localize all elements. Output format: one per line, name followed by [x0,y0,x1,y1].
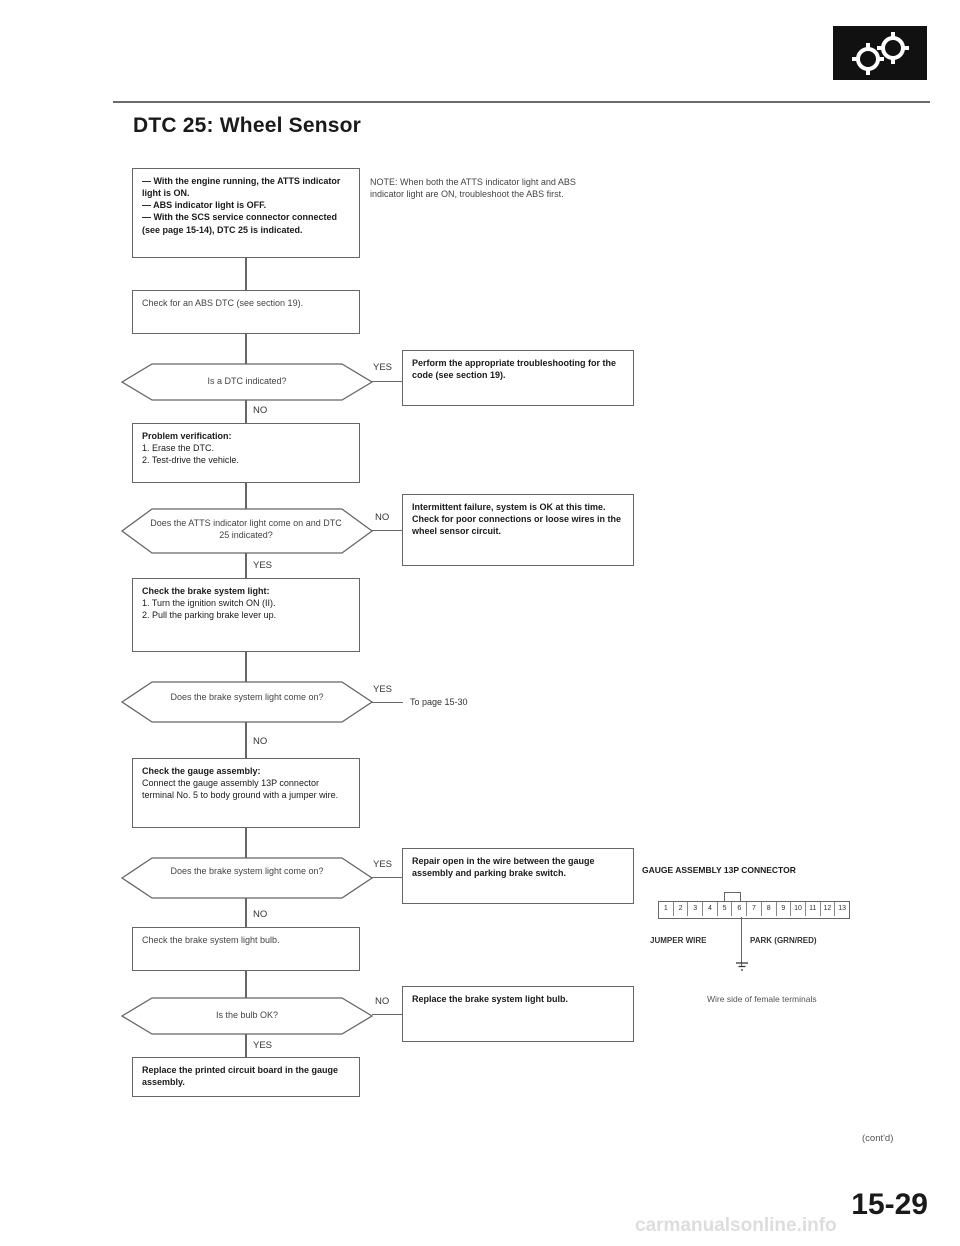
connector-pin: 7 [747,902,762,916]
check-gauge-text: Connect the gauge assembly 13P connector… [142,778,339,801]
check-bulb-box: Check the brake system light bulb. [132,927,360,971]
q1-yes-connector [372,381,403,383]
q5-no-label: NO [375,996,390,1007]
connector-pin: 13 [838,905,846,912]
check-brake-step-2: 2. Pull the parking brake lever up. [142,610,277,621]
jumper-wire-line [741,917,743,967]
q3-yes-action: To page 15-30 [410,697,468,707]
connector-pin: 1 [659,902,674,916]
connector-pin: 9 [777,902,792,916]
page-number: 15-29 [851,1188,928,1221]
connector-key-tab [724,892,740,893]
check-abs-box: Check for an ABS DTC (see section 19). [132,290,360,334]
check-gauge-box: Check the gauge assembly: Connect the ga… [132,758,360,828]
decision-4-text: Does the brake system light come on? [170,866,324,876]
park-wire-label: PARK (GRN/RED) [750,936,817,945]
q2-no-label: NO [375,512,390,523]
decision-5-diamond [120,997,374,1035]
q1-no-label: NO [253,405,268,416]
flow-spine [245,258,247,1093]
start-condition-box: — With the engine running, the ATTS indi… [132,168,360,258]
connector-key-right [740,892,741,901]
q5-no-connector [372,1014,403,1016]
q3-yes-connector [372,702,403,704]
final-action-box: Replace the printed circuit board in the… [132,1057,360,1097]
q5-no-action-box: Replace the brake system light bulb. [402,986,634,1042]
note-text: NOTE: When both the ATTS indicator light… [370,177,576,200]
q1-yes-action-box: Perform the appropriate troubleshooting … [402,350,634,406]
q1-yes-label: YES [373,362,393,373]
q2-no-connector [372,530,403,532]
decision-1-text: Is a DTC indicated? [207,376,287,386]
decision-4-diamond [120,857,374,899]
start-line-2: — ABS indicator light is OFF. [142,200,267,211]
connector-pin-row: 1 2 3 4 5 6 7 8 9 10 11 12 13 [658,901,850,919]
q4-yes-connector [372,877,403,879]
check-brake-step-1: 1. Turn the ignition switch ON (II). [142,598,276,609]
problem-verification-step-2: 2. Test-drive the vehicle. [142,455,239,466]
q2-no-action-box: Intermittent failure, system is OK at th… [402,494,634,566]
q2-yes-label: YES [253,560,273,571]
connector-pin: 8 [762,902,777,916]
check-brake-light-box: Check the brake system light: 1. Turn th… [132,578,360,652]
connector-pin: 6 [732,902,748,916]
connector-pin: 12 [821,902,836,916]
decision-5-text: Is the bulb OK? [215,1010,279,1020]
problem-verification-step-1: 1. Erase the DTC. [142,443,215,454]
connector-title: GAUGE ASSEMBLY 13P CONNECTOR [642,865,796,875]
connector-caption: Wire side of female terminals [707,994,817,1004]
decision-2-text: Does the ATTS indicator light come on an… [150,518,342,540]
check-brake-title: Check the brake system light: [142,586,270,596]
connector-pin: 10 [791,902,806,916]
page-title: DTC 25: Wheel Sensor [133,114,362,137]
decision-3-text: Does the brake system light come on? [170,692,324,702]
q5-yes-label: YES [253,1040,273,1051]
problem-verification-title: Problem verification: [142,431,232,441]
check-gauge-title: Check the gauge assembly: [142,766,261,776]
q4-no-label: NO [253,909,268,920]
connector-pin: 2 [674,902,689,916]
jumper-wire-label: JUMPER WIRE [650,936,707,945]
connector-pin: 5 [718,902,733,916]
connector-pin: 11 [806,902,821,916]
start-line-3: — With the SCS service connector connect… [142,212,337,235]
continued-label: (cont'd) [862,1133,894,1144]
q4-yes-action-box: Repair open in the wire between the gaug… [402,848,634,904]
ground-symbol-icon [736,962,748,971]
watermark: carmanualsonline.info [635,1215,837,1236]
connector-key-left [724,892,725,901]
start-line-1: — With the engine running, the ATTS indi… [142,176,341,199]
q3-no-label: NO [253,736,268,747]
system-icon [833,26,927,80]
problem-verification-box: Problem verification: 1. Erase the DTC. … [132,423,360,483]
q3-yes-label: YES [373,684,393,695]
header-rule [113,101,930,103]
q4-yes-label: YES [373,859,393,870]
connector-pin: 4 [703,902,718,916]
connector-pin: 3 [688,902,704,916]
